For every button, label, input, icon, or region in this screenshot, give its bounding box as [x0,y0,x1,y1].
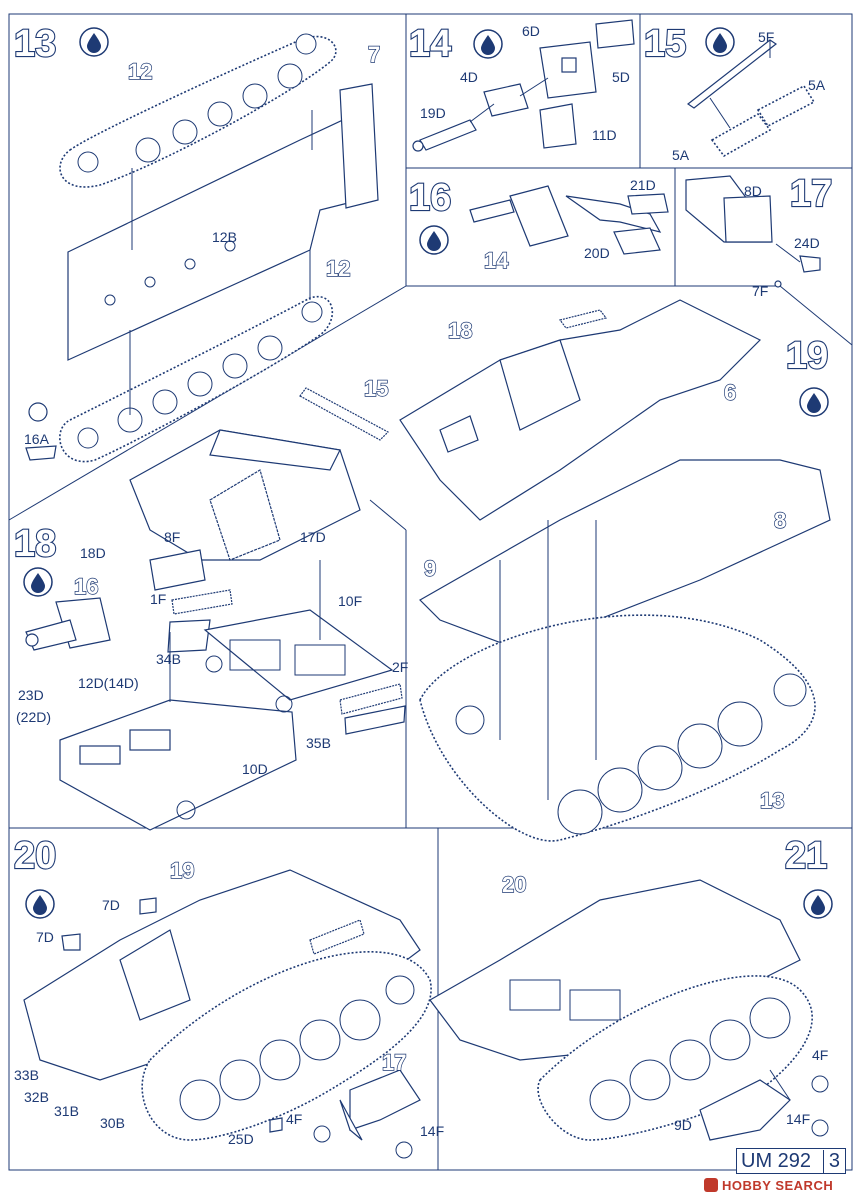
part-label: 4D [460,69,478,85]
hobby-search-logo-icon [704,1178,718,1192]
part-label: 12 [326,256,350,281]
part-label: 18 [448,318,472,343]
step-16-number: 16 [409,177,451,219]
step-19-number: 19 [786,335,828,377]
hobby-search-watermark: HOBBY SEARCH [704,1176,833,1194]
part-label: 5F [758,29,774,45]
part-label: 20D [584,245,610,261]
step-21-number: 21 [785,835,827,877]
part-label: (22D) [16,709,51,725]
part-label: 17D [300,529,326,545]
part-label: 6 [724,380,736,405]
step-13-number: 13 [14,23,56,65]
step-20-drawing [23,869,432,1159]
part-label: 4F [812,1047,828,1063]
part-label: 14F [786,1111,810,1127]
part-label: 8D [744,183,762,199]
step-18-number: 18 [14,523,56,565]
glue-drop-icon [419,225,449,255]
glue-drop-icon [705,27,735,57]
part-label: 16A [24,431,50,447]
part-label: 35B [306,735,331,751]
part-label: 13 [760,788,784,813]
part-label: 1F [150,591,166,607]
step-15-drawing [686,39,816,158]
step-15-number: 15 [644,23,686,65]
step-19-drawing [299,299,831,842]
page-number: 3 [822,1149,845,1173]
part-label: 7D [102,897,120,913]
part-label: 7F [752,283,768,299]
part-label: 9D [674,1117,692,1133]
step-numbers: 13 14 15 16 17 18 19 20 21 [13,22,833,878]
part-label: 12B [212,229,237,245]
step-17-number: 17 [790,173,832,215]
part-label: 4F [286,1111,302,1127]
part-label: 8F [164,529,180,545]
part-label: 34B [156,651,181,667]
step-13-drawing [25,33,379,463]
part-label: 25D [228,1131,254,1147]
part-label: 2F [392,659,408,675]
model-number: UM 292 [741,1149,812,1172]
part-label: 24D [794,235,820,251]
part-label: 5A [672,147,690,163]
glue-drop-icon [799,387,829,417]
part-label: 20 [502,872,526,897]
step-21-drawing [429,879,829,1141]
part-label: 11D [592,127,617,143]
part-label: 17 [382,1050,406,1075]
part-label: 19 [170,858,194,883]
part-label: 10D [242,761,268,777]
part-label: 32B [24,1089,49,1105]
step-17-drawing [685,175,821,288]
part-label: 14F [420,1123,444,1139]
part-label: 14 [484,248,509,273]
glue-drop-icon [23,567,53,597]
step-16-drawing [469,185,669,255]
panel-borders [8,13,853,1171]
part-labels: 12 7 12B 12 16A 6D 4D 5D 19D 11D 5F 5A 5… [14,23,828,1147]
step-18-left-drawing [25,429,406,831]
part-label: 6D [522,23,540,39]
part-label: 30B [100,1115,125,1131]
part-label: 9 [424,556,436,581]
part-label: 15 [364,376,388,401]
glue-drop-icon [25,889,55,919]
watermark-text: HOBBY SEARCH [722,1177,834,1193]
part-label: 8 [774,508,786,533]
part-label: 19D [420,105,446,121]
glue-icons [23,27,833,919]
part-label: 7 [368,42,380,67]
glue-drop-icon [79,27,109,57]
glue-drop-icon [803,889,833,919]
part-label: 7D [36,929,54,945]
part-label: 23D [18,687,44,703]
part-label: 12D(14D) [78,675,139,691]
part-label: 5A [808,77,826,93]
part-label: 5D [612,69,630,85]
model-number-box: UM 292 3 [736,1148,846,1174]
part-label: 33B [14,1067,39,1083]
step-14-drawing [412,19,635,152]
part-label: 21D [630,177,656,193]
glue-drop-icon [473,29,503,59]
step-14-number: 14 [409,23,451,65]
part-label: 16 [74,574,98,599]
part-label: 12 [128,59,152,84]
part-label: 18D [80,545,106,561]
part-label: 10F [338,593,362,609]
part-label: 31B [54,1103,79,1119]
step-20-number: 20 [14,835,56,877]
